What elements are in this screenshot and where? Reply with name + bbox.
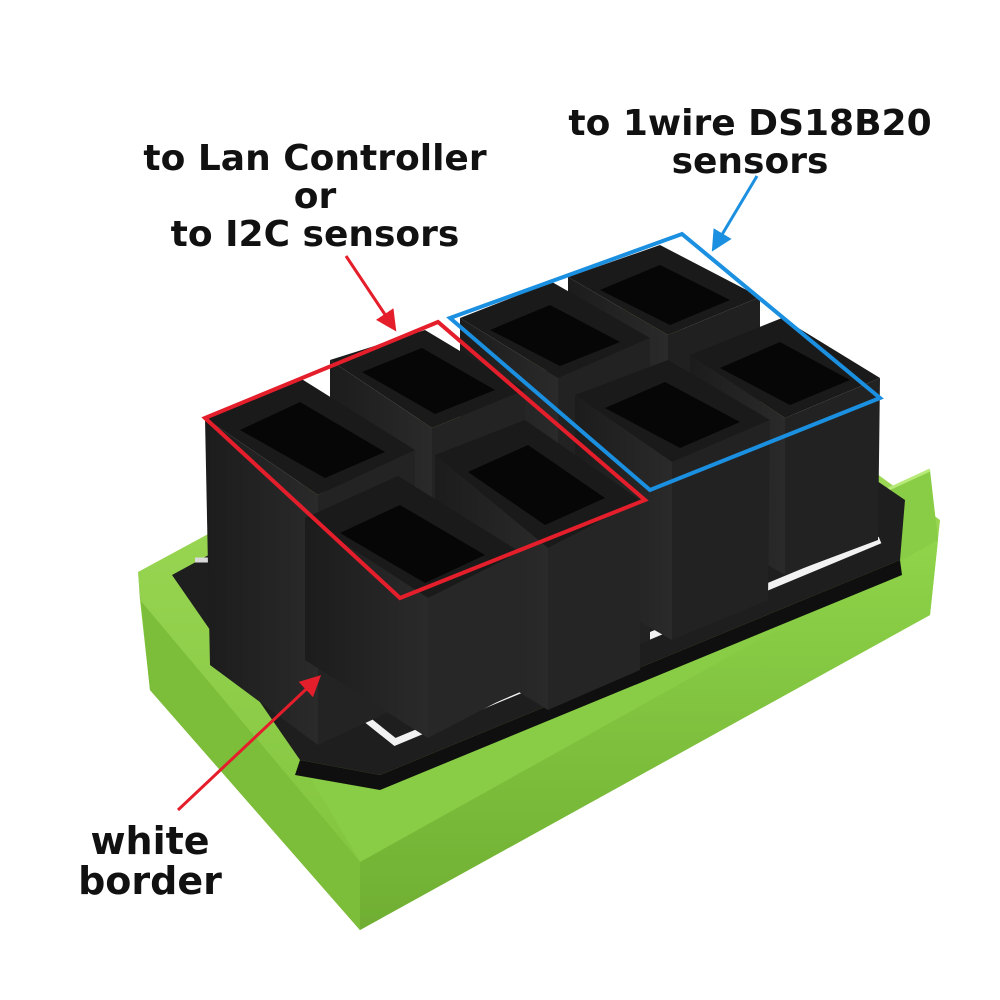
label-line: border — [78, 858, 222, 903]
label-line: white — [90, 819, 210, 863]
label-line: to Lan Controller — [143, 138, 487, 179]
jack — [305, 476, 520, 738]
label-lan-or-i2c: to Lan Controller or to I2C sensors — [120, 140, 510, 253]
blue-arrow — [711, 175, 759, 252]
label-1wire: to 1wire DS18B20 sensors — [560, 105, 940, 181]
rj-jacks — [205, 245, 880, 745]
label-white-border: white border — [60, 819, 240, 903]
red-arrow-bottom — [176, 675, 322, 812]
label-line: sensors — [671, 140, 829, 182]
red-highlight-box — [201, 319, 649, 601]
blue-highlight-box — [446, 231, 884, 493]
red-arrow-top — [344, 255, 397, 332]
label-line: to I2C sensors — [170, 213, 460, 255]
label-line: or — [293, 175, 337, 217]
label-line: to 1wire DS18B20 — [568, 103, 932, 144]
